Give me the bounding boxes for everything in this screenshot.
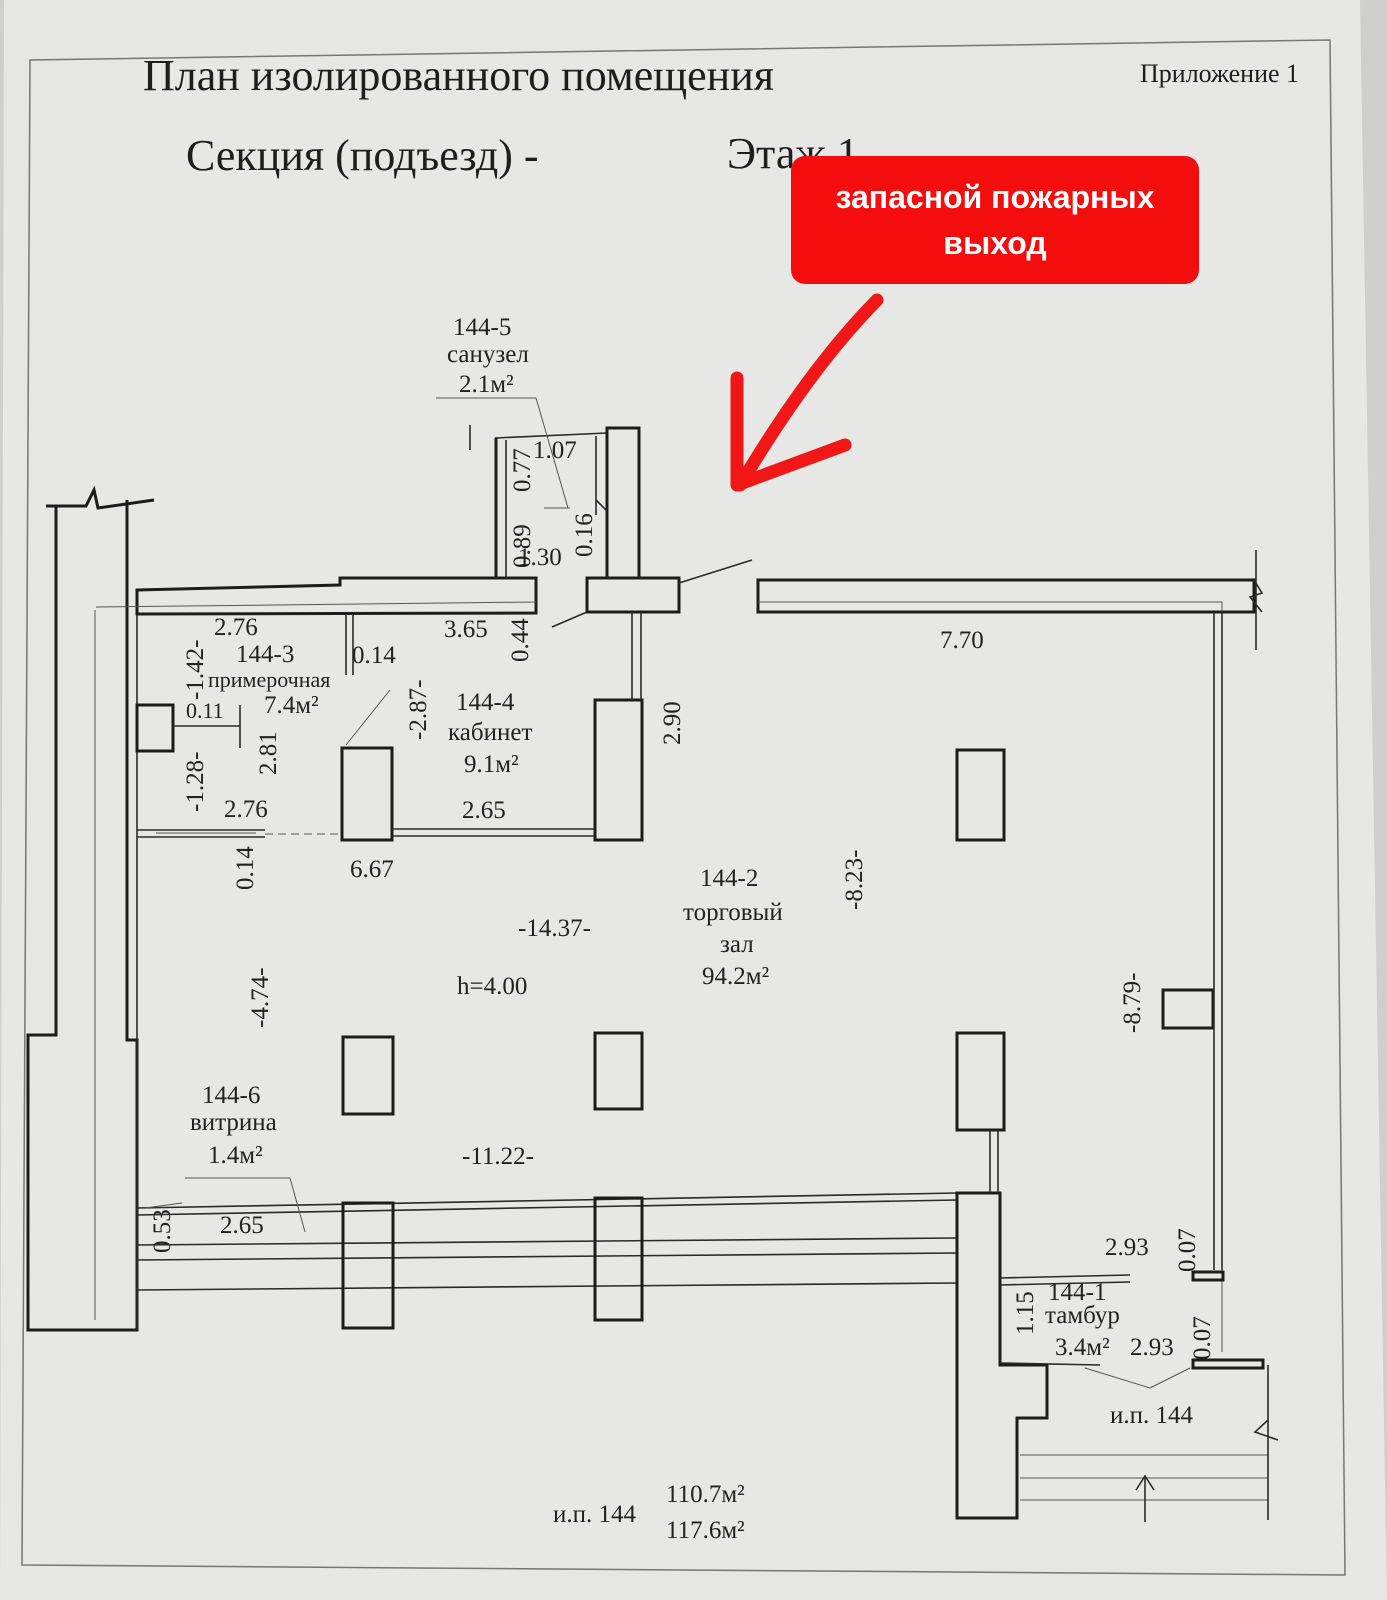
red-arrow-icon bbox=[730, 293, 884, 492]
room-144-4-id: 144-4 bbox=[456, 689, 515, 716]
vestibule-walls bbox=[955, 1191, 1279, 1522]
dim-7-70: 7.70 bbox=[940, 627, 984, 654]
fire-exit-callout: запасной пожарных выход bbox=[791, 156, 1199, 284]
room-144-6-name: витрина bbox=[190, 1109, 277, 1136]
dim-0-14-b: 0.14 bbox=[232, 846, 259, 890]
dim-2-93-a: 2.93 bbox=[1105, 1234, 1149, 1261]
dim-1-42: -1.42- bbox=[182, 640, 209, 700]
dim-8-79: -8.79- bbox=[1119, 973, 1146, 1033]
total-area-2: 117.6м² bbox=[666, 1517, 745, 1544]
room-144-1-area: 3.4м² bbox=[1055, 1334, 1110, 1361]
room-144-5-name: санузел bbox=[447, 341, 529, 368]
room-144-2-id: 144-2 bbox=[700, 865, 758, 892]
office-walls bbox=[340, 612, 644, 842]
dim-8-23: -8.23- bbox=[841, 850, 868, 910]
room-144-3-area: 7.4м² bbox=[264, 692, 319, 719]
room-144-2-area: 94.2м² bbox=[702, 963, 769, 990]
room-144-3-id: 144-3 bbox=[236, 641, 294, 668]
dim-14-37: -14.37- bbox=[518, 915, 591, 942]
fitting-room-walls bbox=[135, 614, 391, 838]
dim-4-74: -4.74- bbox=[247, 968, 274, 1028]
section-label: Секция (подъезд) - bbox=[186, 131, 539, 180]
dim-11-22: -11.22- bbox=[462, 1143, 534, 1170]
room-144-6-area: 1.4м² bbox=[208, 1142, 263, 1169]
dim-6-67: 6.67 bbox=[350, 856, 394, 883]
dim-0-07-b: 0.07 bbox=[1189, 1316, 1216, 1360]
room-144-3-name: примерочная bbox=[208, 667, 330, 692]
plan-title: План изолированного помещения bbox=[143, 51, 774, 100]
dim-2-93-b: 2.93 bbox=[1130, 1334, 1174, 1361]
room-144-2-name2: зал bbox=[720, 931, 754, 958]
bottom-facade bbox=[136, 1177, 958, 1330]
dim-0-89: 0.89 bbox=[509, 524, 536, 568]
dim-0-14-a: 0.14 bbox=[352, 642, 396, 669]
dim-3-65: 3.65 bbox=[444, 616, 488, 643]
dim-0-16: 0.16 bbox=[571, 513, 598, 557]
columns bbox=[341, 748, 1006, 1193]
appendix-label: Приложение 1 bbox=[1140, 59, 1299, 88]
dim-2-90: 2.90 bbox=[659, 701, 686, 745]
room-144-4-area: 9.1м² bbox=[464, 751, 519, 778]
dim-2-76-bottom: 2.76 bbox=[224, 796, 268, 823]
room-144-6-id: 144-6 bbox=[202, 1082, 260, 1109]
dim-0-44: 0.44 bbox=[507, 618, 534, 662]
dim-1-07: 1.07 bbox=[533, 437, 577, 464]
ceiling-height: h=4.00 bbox=[457, 973, 527, 1000]
room-144-5-area: 2.1м² bbox=[459, 371, 514, 398]
dim-2-76-top: 2.76 bbox=[214, 614, 258, 641]
right-wall bbox=[1161, 612, 1223, 1270]
fire-exit-door bbox=[551, 559, 753, 628]
dim-2-65-window: 2.65 bbox=[220, 1212, 264, 1239]
dim-0-53: 0.53 bbox=[149, 1209, 176, 1253]
dim-2-87: -2.87- bbox=[405, 680, 432, 740]
dim-0-07-a: 0.07 bbox=[1174, 1228, 1201, 1272]
dim-1-28: -1.28- bbox=[182, 752, 209, 812]
room-144-1-id: 144-1 bbox=[1048, 1279, 1106, 1306]
dim-2-81: 2.81 bbox=[255, 731, 282, 775]
ip-label-bottom: и.п. 144 bbox=[553, 1501, 637, 1528]
dim-0-77: 0.77 bbox=[509, 448, 536, 492]
paper-inner-frame bbox=[21, 39, 1346, 1576]
room-144-2-name: торговый bbox=[683, 899, 783, 926]
room-144-5-id: 144-5 bbox=[453, 314, 511, 341]
dim-1-15: 1.15 bbox=[1012, 1291, 1039, 1335]
room-144-1-name: тамбур bbox=[1045, 1302, 1120, 1329]
room-144-4-name: кабинет bbox=[448, 719, 532, 746]
dim-0-11: 0.11 bbox=[186, 698, 224, 723]
total-area-1: 110.7м² bbox=[666, 1481, 745, 1508]
bathroom-walls bbox=[436, 397, 641, 580]
dim-1-30: 1.30 bbox=[518, 544, 562, 571]
dim-2-65-office: 2.65 bbox=[462, 797, 506, 824]
ip-label-right: и.п. 144 bbox=[1110, 1402, 1194, 1429]
